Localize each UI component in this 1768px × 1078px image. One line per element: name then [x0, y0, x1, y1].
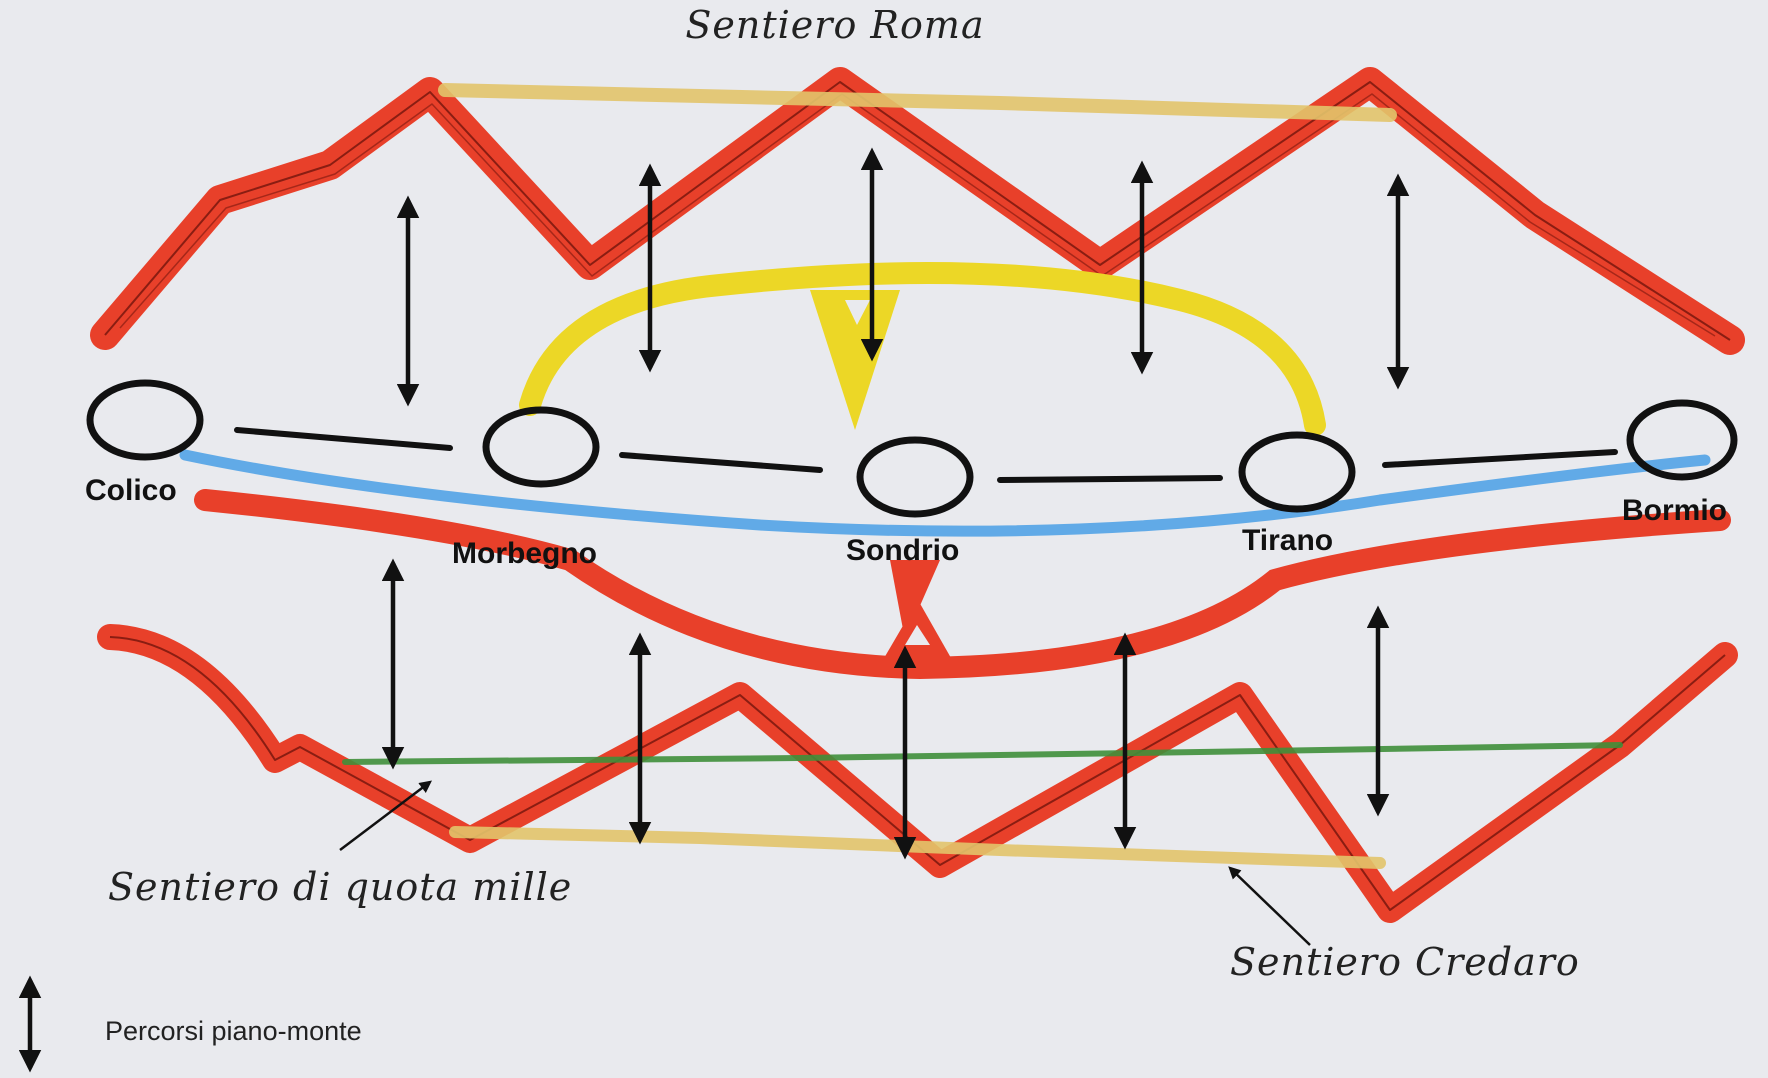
title-sentiero-roma: Sentiero Roma [685, 3, 984, 47]
label-sentiero-quota-mille: Sentiero di quota mille [108, 865, 572, 909]
town-marker-bormio [1626, 399, 1738, 481]
valley-road-lines [234, 427, 1618, 483]
blue-river [179, 449, 1711, 537]
city-label-bormio: Bormio [1622, 494, 1727, 527]
legend-label: Percorsi piano-monte [105, 1016, 362, 1046]
city-label-sondrio: Sondrio [846, 534, 959, 567]
legend: Percorsi piano-monte [18, 975, 362, 1073]
city-label-morbegno: Morbegno [452, 537, 597, 570]
town-marker-morbegno [482, 406, 600, 488]
city-label-colico: Colico [85, 474, 177, 507]
town-marker-sondrio [856, 436, 974, 518]
upper-double-arrows [396, 147, 1410, 407]
sentiero-roma-trail [438, 83, 1397, 122]
sentiero-quota-mille-trail [342, 742, 1623, 765]
sentiero-credaro-trail [449, 826, 1386, 869]
callout-pointer-quota-mille [339, 780, 432, 851]
lower-double-arrows [381, 558, 1390, 860]
city-label-tirano: Tirano [1242, 524, 1333, 557]
upper-mountain-ridge [90, 67, 1745, 355]
label-sentiero-credaro: Sentiero Credaro [1230, 940, 1580, 984]
town-marker-colico [86, 379, 204, 461]
red-valley-route [194, 489, 1731, 680]
town-marker-tirano [1238, 431, 1356, 513]
town-markers [86, 379, 1738, 518]
callout-pointer-credaro [1228, 866, 1311, 946]
